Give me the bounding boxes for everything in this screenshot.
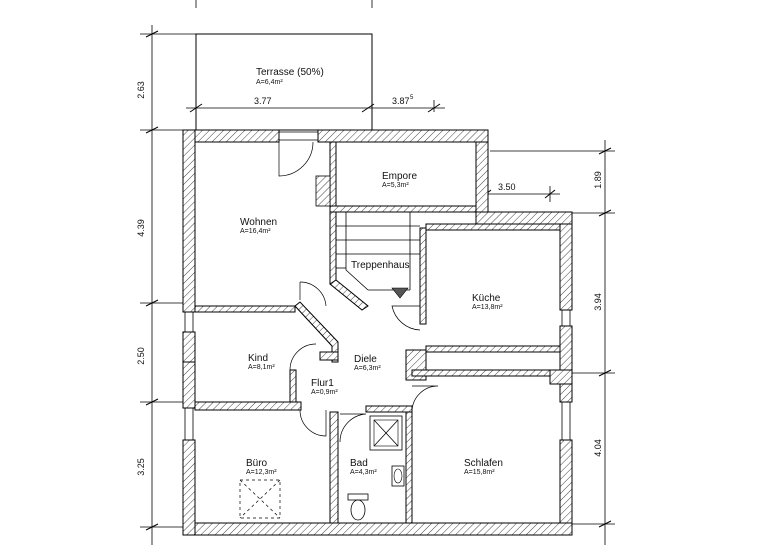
- kueche-area: A=13,8m²: [472, 304, 503, 311]
- dim-left-4: 3.25: [136, 458, 146, 476]
- dim-terrace-width: 3.77: [254, 96, 272, 106]
- doors: [278, 141, 439, 443]
- buero-name: Büro: [246, 458, 268, 469]
- terrace-name: Terrasse (50%): [256, 67, 324, 78]
- kueche-name: Küche: [472, 293, 501, 304]
- dim-right-2: 3.94: [593, 293, 603, 311]
- interior-walls: [194, 141, 561, 524]
- wohnen-name: Wohnen: [240, 217, 277, 228]
- diele-area: A=6,3m²: [354, 365, 381, 372]
- schlafen-area: A=15,8m²: [464, 469, 495, 476]
- staircase: [336, 212, 420, 299]
- treppenhaus-name: Treppenhaus: [351, 260, 410, 271]
- bathroom-fixtures: [347, 415, 405, 521]
- skylight: [239, 479, 281, 519]
- diele-name: Diele: [354, 354, 377, 365]
- terrace-outline: [195, 33, 373, 131]
- exterior-walls: [182, 129, 573, 536]
- bad-name: Bad: [350, 458, 368, 469]
- flur1-area: A=0,9m²: [311, 389, 338, 396]
- dimension-labels: 2.63 4.39 2.50 3.25 1.89 3.94 4.04 3.77 …: [136, 81, 603, 476]
- dim-terrace-right-sup: 5: [410, 95, 414, 101]
- dim-left-2: 4.39: [136, 219, 146, 237]
- dim-left-3: 2.50: [136, 347, 146, 365]
- dim-terrace-right: 3.87: [392, 96, 410, 106]
- room-labels: Terrasse (50%) A=6,4m² Wohnen A=16,4m² E…: [240, 67, 503, 476]
- dim-left-1: 2.63: [136, 81, 146, 99]
- bad-area: A=4,3m²: [350, 469, 377, 476]
- wohnen-area: A=16,4m²: [240, 228, 271, 235]
- flur1-name: Flur1: [311, 378, 334, 389]
- buero-area: A=12,3m²: [246, 469, 277, 476]
- kind-name: Kind: [248, 353, 268, 364]
- empore-area: A=5,3m²: [382, 182, 409, 189]
- schlafen-name: Schlafen: [464, 458, 503, 469]
- kind-area: A=8,1m²: [248, 364, 275, 371]
- windows: [184, 131, 571, 440]
- dimension-lines: [140, 0, 615, 545]
- dim-right-1: 1.89: [593, 171, 603, 189]
- dim-right-3: 4.04: [593, 439, 603, 457]
- terrace-area: A=6,4m²: [256, 79, 283, 86]
- dim-empore-right: 3.50: [498, 182, 516, 192]
- empore-name: Empore: [382, 171, 417, 182]
